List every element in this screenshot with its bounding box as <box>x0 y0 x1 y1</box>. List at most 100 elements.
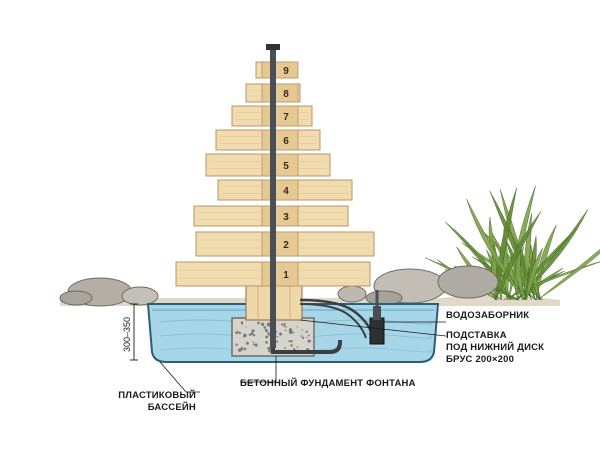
concrete-speckle <box>281 323 284 326</box>
tier-number: 9 <box>283 66 289 77</box>
concrete-speckle <box>264 328 268 333</box>
concrete-speckle <box>238 331 241 335</box>
stone <box>365 290 403 306</box>
stones <box>59 265 499 307</box>
plant-leaf <box>466 199 525 301</box>
concrete-speckle <box>283 325 286 327</box>
concrete-speckle <box>267 347 271 350</box>
concrete-speckle <box>276 335 279 338</box>
concrete-speckle <box>265 341 268 344</box>
central-pipe <box>266 44 342 354</box>
tier-number: 7 <box>283 112 289 123</box>
tier-center-block <box>261 231 299 257</box>
tier-4: 4 <box>217 179 353 201</box>
concrete-speckle <box>260 322 265 326</box>
label-stand-line2: ПОД НИЖНИЙ ДИСК <box>446 341 544 353</box>
tier-center-block <box>261 105 299 127</box>
water-intake-pump <box>299 290 385 345</box>
concrete-speckle <box>296 346 299 349</box>
concrete-speckle <box>305 330 308 333</box>
tier-2: 2 <box>195 231 375 257</box>
concrete-speckle <box>308 334 310 337</box>
plant-leaf <box>537 249 600 301</box>
concrete-speckle <box>266 322 271 327</box>
tier-9: 9 <box>255 61 299 79</box>
concrete-speckle <box>252 334 256 337</box>
stone <box>59 290 93 306</box>
tier-5: 5 <box>205 153 331 177</box>
concrete-speckle <box>283 323 286 326</box>
concrete-speckle <box>252 343 255 346</box>
stone <box>337 285 367 303</box>
concrete-speckle <box>290 339 293 343</box>
concrete-speckle <box>240 321 244 324</box>
concrete-speckle <box>245 341 249 345</box>
concrete-speckle <box>288 330 293 334</box>
tier-center-block <box>261 153 299 177</box>
concrete-speckle <box>290 344 293 347</box>
leader-lines <box>159 319 447 393</box>
tier-center-block <box>261 61 299 79</box>
plant-illustration <box>424 185 600 301</box>
stone <box>437 265 499 299</box>
label-stand-line3: БРУС 200×200 <box>446 354 514 365</box>
concrete-speckle <box>292 331 295 334</box>
tier-number: 6 <box>283 136 289 147</box>
concrete-speckle <box>243 347 247 351</box>
concrete-speckle <box>301 336 305 339</box>
concrete-speckle <box>283 347 286 349</box>
concrete-speckle <box>257 321 260 325</box>
tier-number: 8 <box>283 89 289 100</box>
concrete-speckle <box>300 335 303 338</box>
plant-leaf <box>489 190 536 301</box>
concrete-speckle <box>241 348 243 351</box>
tier-number: 1 <box>283 270 289 281</box>
concrete-speckle <box>301 329 303 331</box>
concrete-speckle <box>285 326 287 328</box>
label-stand-line1: ПОДСТАВКА <box>446 330 507 341</box>
tier-number: 5 <box>283 161 289 172</box>
concrete-speckle <box>265 335 269 339</box>
stone <box>121 286 159 306</box>
concrete-speckle <box>268 334 271 337</box>
concrete-speckle <box>245 326 247 328</box>
concrete-speckle <box>288 340 290 343</box>
concrete-speckle <box>254 343 258 347</box>
depth-label: 300–350 <box>122 317 132 352</box>
tier-center-block <box>261 129 299 151</box>
concrete-speckle <box>235 343 238 346</box>
concrete-speckle <box>241 323 243 325</box>
plant-leaf <box>495 211 542 301</box>
concrete-speckle <box>306 336 308 339</box>
concrete-speckle <box>275 340 279 343</box>
tier-center-block <box>261 179 299 201</box>
label-basin-line2: БАССЕЙН <box>148 401 196 413</box>
plant-leaf <box>526 247 543 301</box>
concrete-speckle <box>267 332 270 335</box>
concrete-speckle <box>284 329 287 332</box>
concrete-speckle <box>263 326 267 329</box>
concrete-speckle <box>235 331 238 335</box>
tier-number: 4 <box>283 186 289 197</box>
label-water-intake: ВОДОЗАБОРНИК <box>446 310 529 321</box>
tier-number: 3 <box>283 212 289 223</box>
concrete-speckle <box>251 329 255 333</box>
concrete-speckle <box>308 340 311 343</box>
concrete-speckle <box>237 348 242 352</box>
tier-center-block <box>261 205 299 227</box>
concrete-speckle <box>275 331 278 333</box>
tier-center-block <box>261 83 299 103</box>
label-basin-line1: ПЛАСТИКОВЫЙ <box>118 389 196 401</box>
concrete-speckle <box>240 347 244 350</box>
depth-dimension: 300–350 <box>122 303 138 361</box>
plant-leaf <box>517 209 589 301</box>
concrete-speckle <box>279 332 283 336</box>
tier-center-block <box>261 261 299 287</box>
concrete-speckle <box>242 335 246 338</box>
label-foundation: БЕТОННЫЙ ФУНДАМЕНТ ФОНТАНА <box>240 377 416 389</box>
tier-6: 6 <box>215 129 321 151</box>
concrete-speckle <box>252 341 255 343</box>
concrete-speckle <box>250 332 254 336</box>
concrete-speckle <box>268 349 272 353</box>
